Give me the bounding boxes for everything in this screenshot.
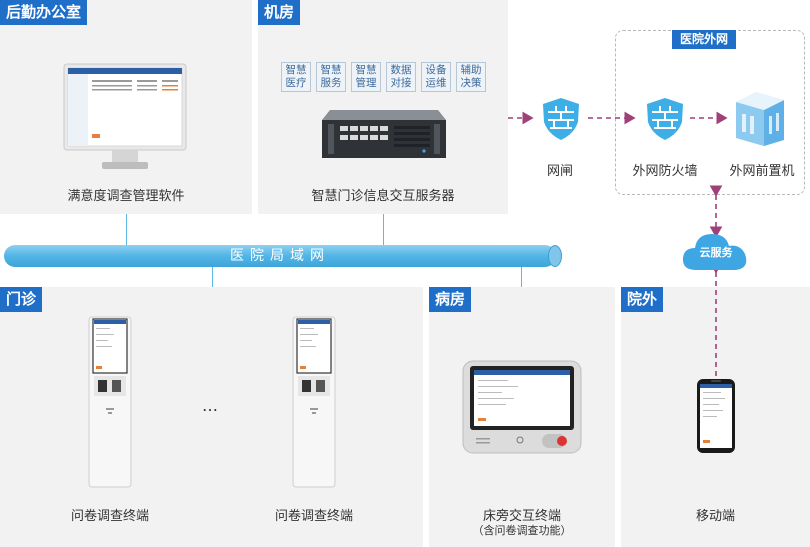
back-office-caption: 满意度调查管理软件 — [67, 189, 185, 204]
kiosk-ellipsis: … — [202, 396, 218, 415]
rack-server-icon — [322, 110, 446, 158]
front-server-building-icon — [736, 92, 784, 146]
mobile-phone-icon — [697, 379, 735, 453]
hospital-lan-label: 医院局域网 — [230, 248, 330, 264]
gateway-shield-icon — [543, 98, 579, 140]
lan-link-back-office — [126, 214, 127, 245]
offsite-tag: 院外 — [621, 287, 664, 312]
server-room-tag: 机房 — [258, 0, 301, 25]
bedside-terminal-icon — [462, 360, 582, 454]
front-server-label: 外网前置机 — [729, 164, 795, 179]
module-smart-medical: 智慧医疗 — [281, 62, 311, 92]
module-smart-service: 智慧服务 — [316, 62, 346, 92]
module-decision-support: 辅助决策 — [456, 62, 486, 92]
back-office-tag: 后勤办公室 — [0, 0, 88, 25]
mobile-caption: 移动端 — [695, 509, 735, 524]
hospital-lan-pipe-end — [548, 245, 562, 267]
firewall-shield-icon — [647, 98, 683, 140]
kiosk-left-caption: 问卷调查终端 — [70, 509, 149, 524]
ward-tag: 病房 — [429, 287, 472, 312]
kiosk-right-icon — [292, 316, 336, 488]
kiosk-left-icon — [88, 316, 132, 488]
server-room-panel — [258, 0, 508, 214]
external-network-tag: 医院外网 — [672, 30, 737, 49]
outpatient-tag: 门诊 — [0, 287, 43, 312]
lan-link-outpatient — [212, 267, 213, 287]
module-device-ops: 设备运维 — [421, 62, 451, 92]
lan-link-server — [383, 214, 384, 245]
cloud-icon — [682, 234, 747, 270]
gateway-label: 网闸 — [546, 164, 573, 179]
outpatient-panel — [0, 287, 423, 547]
lan-link-ward — [521, 267, 522, 287]
kiosk-right-caption: 问卷调查终端 — [274, 509, 353, 524]
module-smart-management: 智慧管理 — [351, 62, 381, 92]
hospital-lan-pipe — [4, 245, 556, 267]
cloud-label: 云服务 — [699, 246, 733, 259]
ward-subcaption: （含问卷调查功能） — [472, 524, 572, 537]
module-data-integration: 数据对接 — [386, 62, 416, 92]
firewall-label: 外网防火墙 — [632, 164, 698, 179]
server-caption: 智慧门诊信息交互服务器 — [311, 189, 455, 204]
ward-caption: 床旁交互终端 — [482, 509, 561, 524]
monitor-icon — [63, 63, 187, 169]
